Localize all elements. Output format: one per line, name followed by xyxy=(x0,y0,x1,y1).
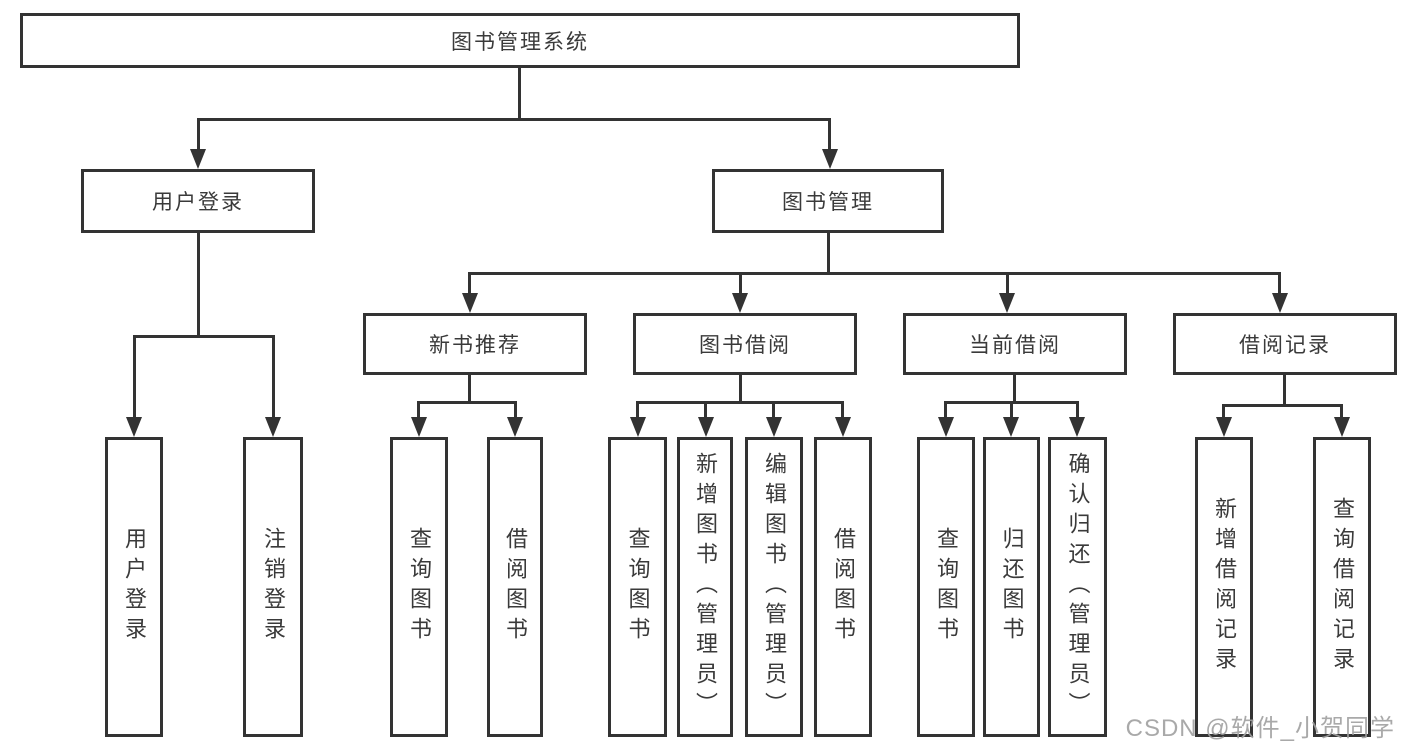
arrow-down-icon xyxy=(938,417,954,437)
connector-line xyxy=(197,118,831,121)
connector-line xyxy=(197,233,200,337)
connector-line xyxy=(514,401,517,419)
csdn-watermark: CSDN @软件_小贺同学 xyxy=(1125,715,1395,742)
node-leaf-borrow-books-2: 借阅图书 xyxy=(814,437,872,737)
node-label: 编辑图书（管理员） xyxy=(762,452,787,722)
arrow-down-icon xyxy=(732,293,748,313)
node-borrow-records: 借阅记录 xyxy=(1173,313,1397,375)
arrow-down-icon xyxy=(411,417,427,437)
connector-line xyxy=(1013,375,1016,404)
node-leaf-query-borrow-rec: 查询借阅记录 xyxy=(1313,437,1371,737)
node-label: 查询借阅记录 xyxy=(1330,497,1355,677)
connector-line xyxy=(133,335,275,338)
arrow-down-icon xyxy=(462,293,478,313)
arrow-down-icon xyxy=(766,417,782,437)
node-leaf-query-books-3: 查询图书 xyxy=(917,437,975,737)
node-label: 归还图书 xyxy=(999,527,1025,647)
connector-line xyxy=(636,401,639,419)
node-label: 新增图书（管理员） xyxy=(693,452,718,722)
connector-line xyxy=(417,401,517,404)
connector-line xyxy=(739,272,742,295)
node-leaf-confirm-return: 确认归还（管理员） xyxy=(1048,437,1107,737)
connector-line xyxy=(828,118,831,151)
connector-line xyxy=(1283,375,1286,406)
node-leaf-query-books-1: 查询图书 xyxy=(390,437,448,737)
connector-line xyxy=(468,272,1281,275)
arrow-down-icon xyxy=(999,293,1015,313)
connector-line xyxy=(272,335,275,419)
node-user-login: 用户登录 xyxy=(81,169,315,233)
node-label: 用户登录 xyxy=(152,191,244,214)
connector-line xyxy=(468,375,471,404)
arrow-down-icon xyxy=(1069,417,1085,437)
node-leaf-add-books: 新增图书（管理员） xyxy=(677,437,733,737)
connector-line xyxy=(133,335,136,419)
connector-line xyxy=(739,375,742,404)
arrow-down-icon xyxy=(630,417,646,437)
node-leaf-add-borrow-rec: 新增借阅记录 xyxy=(1195,437,1253,737)
connector-line xyxy=(1010,401,1013,419)
node-book-borrow: 图书借阅 xyxy=(633,313,857,375)
node-label: 确认归还（管理员） xyxy=(1065,452,1091,722)
node-label: 查询图书 xyxy=(934,527,959,647)
connector-line xyxy=(772,401,775,419)
connector-line xyxy=(1340,404,1343,419)
connector-line xyxy=(518,68,521,121)
node-new-book-rec: 新书推荐 xyxy=(363,313,587,375)
connector-line xyxy=(1076,401,1079,419)
node-current-borrow: 当前借阅 xyxy=(903,313,1127,375)
connector-line xyxy=(1222,404,1343,407)
arrow-down-icon xyxy=(507,417,523,437)
node-label: 新增借阅记录 xyxy=(1212,497,1237,677)
connector-line xyxy=(1278,272,1281,295)
node-label: 图书借阅 xyxy=(699,334,791,357)
node-label: 借阅记录 xyxy=(1239,334,1331,357)
node-leaf-edit-books: 编辑图书（管理员） xyxy=(745,437,803,737)
node-label: 用户登录 xyxy=(122,527,147,647)
node-label: 借阅图书 xyxy=(831,527,856,647)
arrow-down-icon xyxy=(1334,417,1350,437)
node-label: 图书管理 xyxy=(782,191,874,214)
node-label: 借阅图书 xyxy=(503,527,528,647)
node-label: 注销登录 xyxy=(261,527,286,647)
arrow-down-icon xyxy=(698,417,714,437)
node-label: 查询图书 xyxy=(407,527,432,647)
node-label: 图书管理系统 xyxy=(451,30,589,54)
node-label: 当前借阅 xyxy=(969,334,1061,357)
connector-line xyxy=(827,233,830,274)
node-root: 图书管理系统 xyxy=(20,13,1020,68)
arrow-down-icon xyxy=(126,417,142,437)
connector-line xyxy=(1006,272,1009,295)
connector-line xyxy=(468,272,471,295)
node-book-mgmt: 图书管理 xyxy=(712,169,944,233)
connector-line xyxy=(636,401,844,404)
arrow-down-icon xyxy=(265,417,281,437)
connector-line xyxy=(417,401,420,419)
node-leaf-query-books-2: 查询图书 xyxy=(608,437,667,737)
arrow-down-icon xyxy=(822,149,838,169)
arrow-down-icon xyxy=(1272,293,1288,313)
arrow-down-icon xyxy=(1216,417,1232,437)
arrow-down-icon xyxy=(190,149,206,169)
connector-line xyxy=(841,401,844,419)
connector-line xyxy=(704,401,707,419)
node-label: 查询图书 xyxy=(625,527,651,647)
node-leaf-logout: 注销登录 xyxy=(243,437,303,737)
node-leaf-user-login: 用户登录 xyxy=(105,437,163,737)
connector-line xyxy=(1222,404,1225,419)
node-label: 新书推荐 xyxy=(429,334,521,357)
arrow-down-icon xyxy=(1003,417,1019,437)
connector-line xyxy=(197,118,200,151)
node-leaf-borrow-books-1: 借阅图书 xyxy=(487,437,543,737)
node-leaf-return-books: 归还图书 xyxy=(983,437,1040,737)
arrow-down-icon xyxy=(835,417,851,437)
connector-line xyxy=(944,401,947,419)
